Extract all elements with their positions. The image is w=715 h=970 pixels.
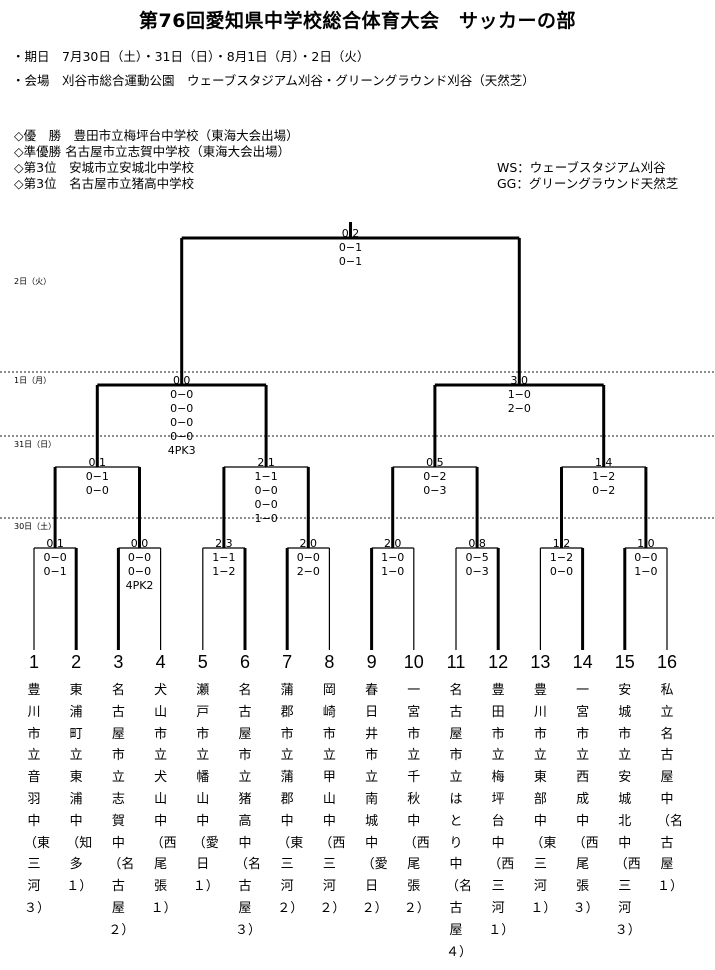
qf-match-score: 1 4 [595,456,613,469]
r1-match-score: 2 0 [384,537,402,550]
sf-match-half: 0−0 [170,430,193,443]
day-label: 31日（日） [14,440,56,449]
sf-match-half: 0−0 [170,416,193,429]
team-name: 蒲郡市立蒲郡中（東三河２） [277,683,304,916]
team-number: 13 [530,652,551,672]
team-number: 11 [446,652,466,672]
team-number: 7 [282,652,293,672]
team-number: 5 [197,652,208,672]
final-match-half: 0−1 [339,241,362,254]
r1-match-half: 1−0 [634,565,657,578]
final-match-half: 0−1 [339,255,362,268]
result-third-2: ◇第3位 名古屋市立猪高中学校 [14,176,195,191]
r1-match-half: 0−0 [128,551,151,564]
team-name: 一宮市立千秋中（西尾張２） [403,683,430,916]
qf-match-score: 0 5 [426,456,444,469]
team-name: 豊川市立音羽中（東三河３） [24,683,51,916]
r1-match-score: 0 0 [131,537,149,550]
r1-match-score: 0 1 [46,537,64,550]
team-name: 豊川市立東部中（東三河１） [530,683,557,916]
dates-line: ・期日 7月30日（土）・31日（日）・8月1日（月）・2日（火） [12,49,370,64]
team-name: 私立名古屋中（名古屋１） [657,683,684,895]
qf-match-half: 0−1 [86,470,109,483]
team-number: 16 [656,652,678,672]
qf-match-half: 1−1 [254,470,277,483]
team-name: 瀬戸市立幡山中（愛日１） [192,683,219,895]
team-name: 安城市立安城北中（西三河３） [614,683,641,938]
team-name: 豊田市立梅坪台中（西三河１） [488,683,515,938]
r1-match-half: 1−1 [212,551,235,564]
team-name: 名古屋市立猪高中（名古屋３） [235,683,262,938]
qf-match-score: 2 1 [257,456,275,469]
qf-match-half: 0−0 [254,498,277,511]
sf-match-half: 0−0 [170,388,193,401]
r1-match-score: 0 8 [468,537,486,550]
qf-match-half: 0−2 [423,470,446,483]
r1-match-score: 2 3 [215,537,233,550]
r1-match-half: 2−0 [297,565,320,578]
r1-match-half: 0−0 [297,551,320,564]
r1-match-half: 0−0 [128,565,151,578]
sf-match-half: 4PK3 [168,444,196,457]
team-number: 14 [572,652,593,672]
sf-match-half: 0−0 [170,402,193,415]
qf-match-half: 1−0 [254,512,277,525]
team-name: 犬山市立犬山中（西尾張１） [150,683,177,916]
team-name: 春日井市立南城中（愛日２） [361,683,388,916]
r1-match-half: 1−0 [381,551,404,564]
team-name: 岡崎市立甲山中（西三河２） [319,683,346,916]
qf-match-half: 0−2 [592,484,615,497]
team-number: 2 [71,652,82,672]
r1-match-half: 1−2 [212,565,235,578]
team-number: 9 [366,652,377,672]
r1-match-half: 0−1 [43,565,66,578]
team-name: 名古屋市立はとり中（名古屋４） [446,683,473,960]
r1-match-score: 1 2 [553,537,571,550]
sf-match-score: 3 0 [511,374,529,387]
team-number: 6 [239,652,250,672]
r1-match-half: 1−0 [381,565,404,578]
day-label: 1日（月） [14,376,51,385]
r1-match-half: 0−0 [634,551,657,564]
day-label: 30日（土） [14,521,56,531]
page-title: 第76回愛知県中学校総合体育大会 サッカーの部 [139,10,576,32]
result-runner-up: ◇準優勝 名古屋市立志賀中学校（東海大会出場） [14,144,291,159]
team-number: 4 [155,652,166,672]
team-number: 15 [614,652,635,672]
team-number: 3 [113,652,124,672]
r1-match-half: 0−0 [43,551,66,564]
r1-match-half: 0−0 [550,565,573,578]
result-third-1: ◇第3位 安城市立安城北中学校 [14,160,195,175]
qf-match-score: 0 1 [89,456,107,469]
final-match-score: 0 2 [342,227,360,240]
team-number: 12 [488,652,509,672]
team-number: 8 [324,652,335,672]
qf-match-half: 0−3 [423,484,446,497]
r1-match-score: 1 0 [637,537,655,550]
sf-match-half: 2−0 [508,402,531,415]
team-number: 1 [28,652,39,672]
r1-match-score: 2 0 [300,537,318,550]
team-name: 一宮市立西成中（西尾張３） [572,683,599,916]
qf-match-half: 0−0 [86,484,109,497]
legend-gg: GG：グリーングラウンド天然芝 [497,176,679,191]
qf-match-half: 1−2 [592,470,615,483]
r1-match-half: 1−2 [550,551,573,564]
sf-match-score: 0 0 [173,374,191,387]
venue-line: ・会場 刈谷市総合運動公園 ウェーブスタジアム刈谷・グリーングラウンド刈谷（天然… [12,73,535,88]
legend-ws: WS：ウェーブスタジアム刈谷 [497,160,666,175]
team-name: 名古屋市立志賀中（名古屋２） [108,683,135,938]
team-number: 10 [403,652,424,672]
day-label: 2日（火） [14,277,51,286]
team-name: 東浦町立東浦中（知多１） [66,683,93,895]
qf-match-half: 0−0 [254,484,277,497]
r1-match-half: 0−5 [465,551,488,564]
sf-match-half: 1−0 [508,388,531,401]
r1-match-half: 4PK2 [126,579,154,592]
result-champion: ◇優 勝 豊田市立梅坪台中学校（東海大会出場） [14,128,299,143]
r1-match-half: 0−3 [465,565,488,578]
